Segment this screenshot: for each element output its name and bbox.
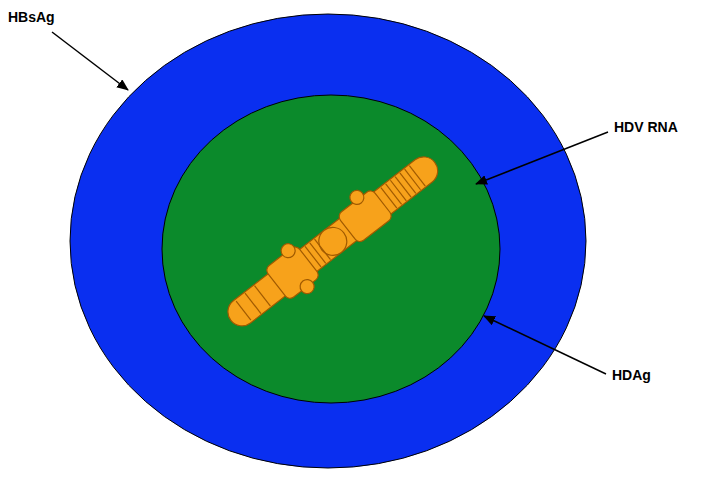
rna-rod [214, 141, 451, 342]
callout-label: HDAg [612, 368, 651, 382]
core-circle [162, 95, 500, 403]
envelope-circle [70, 14, 586, 468]
leader-line [476, 132, 608, 184]
leader-line [484, 316, 606, 374]
callout-label: HDV RNA [614, 120, 678, 134]
leader-line [52, 32, 128, 90]
callout-label: HBsAg [8, 10, 55, 24]
